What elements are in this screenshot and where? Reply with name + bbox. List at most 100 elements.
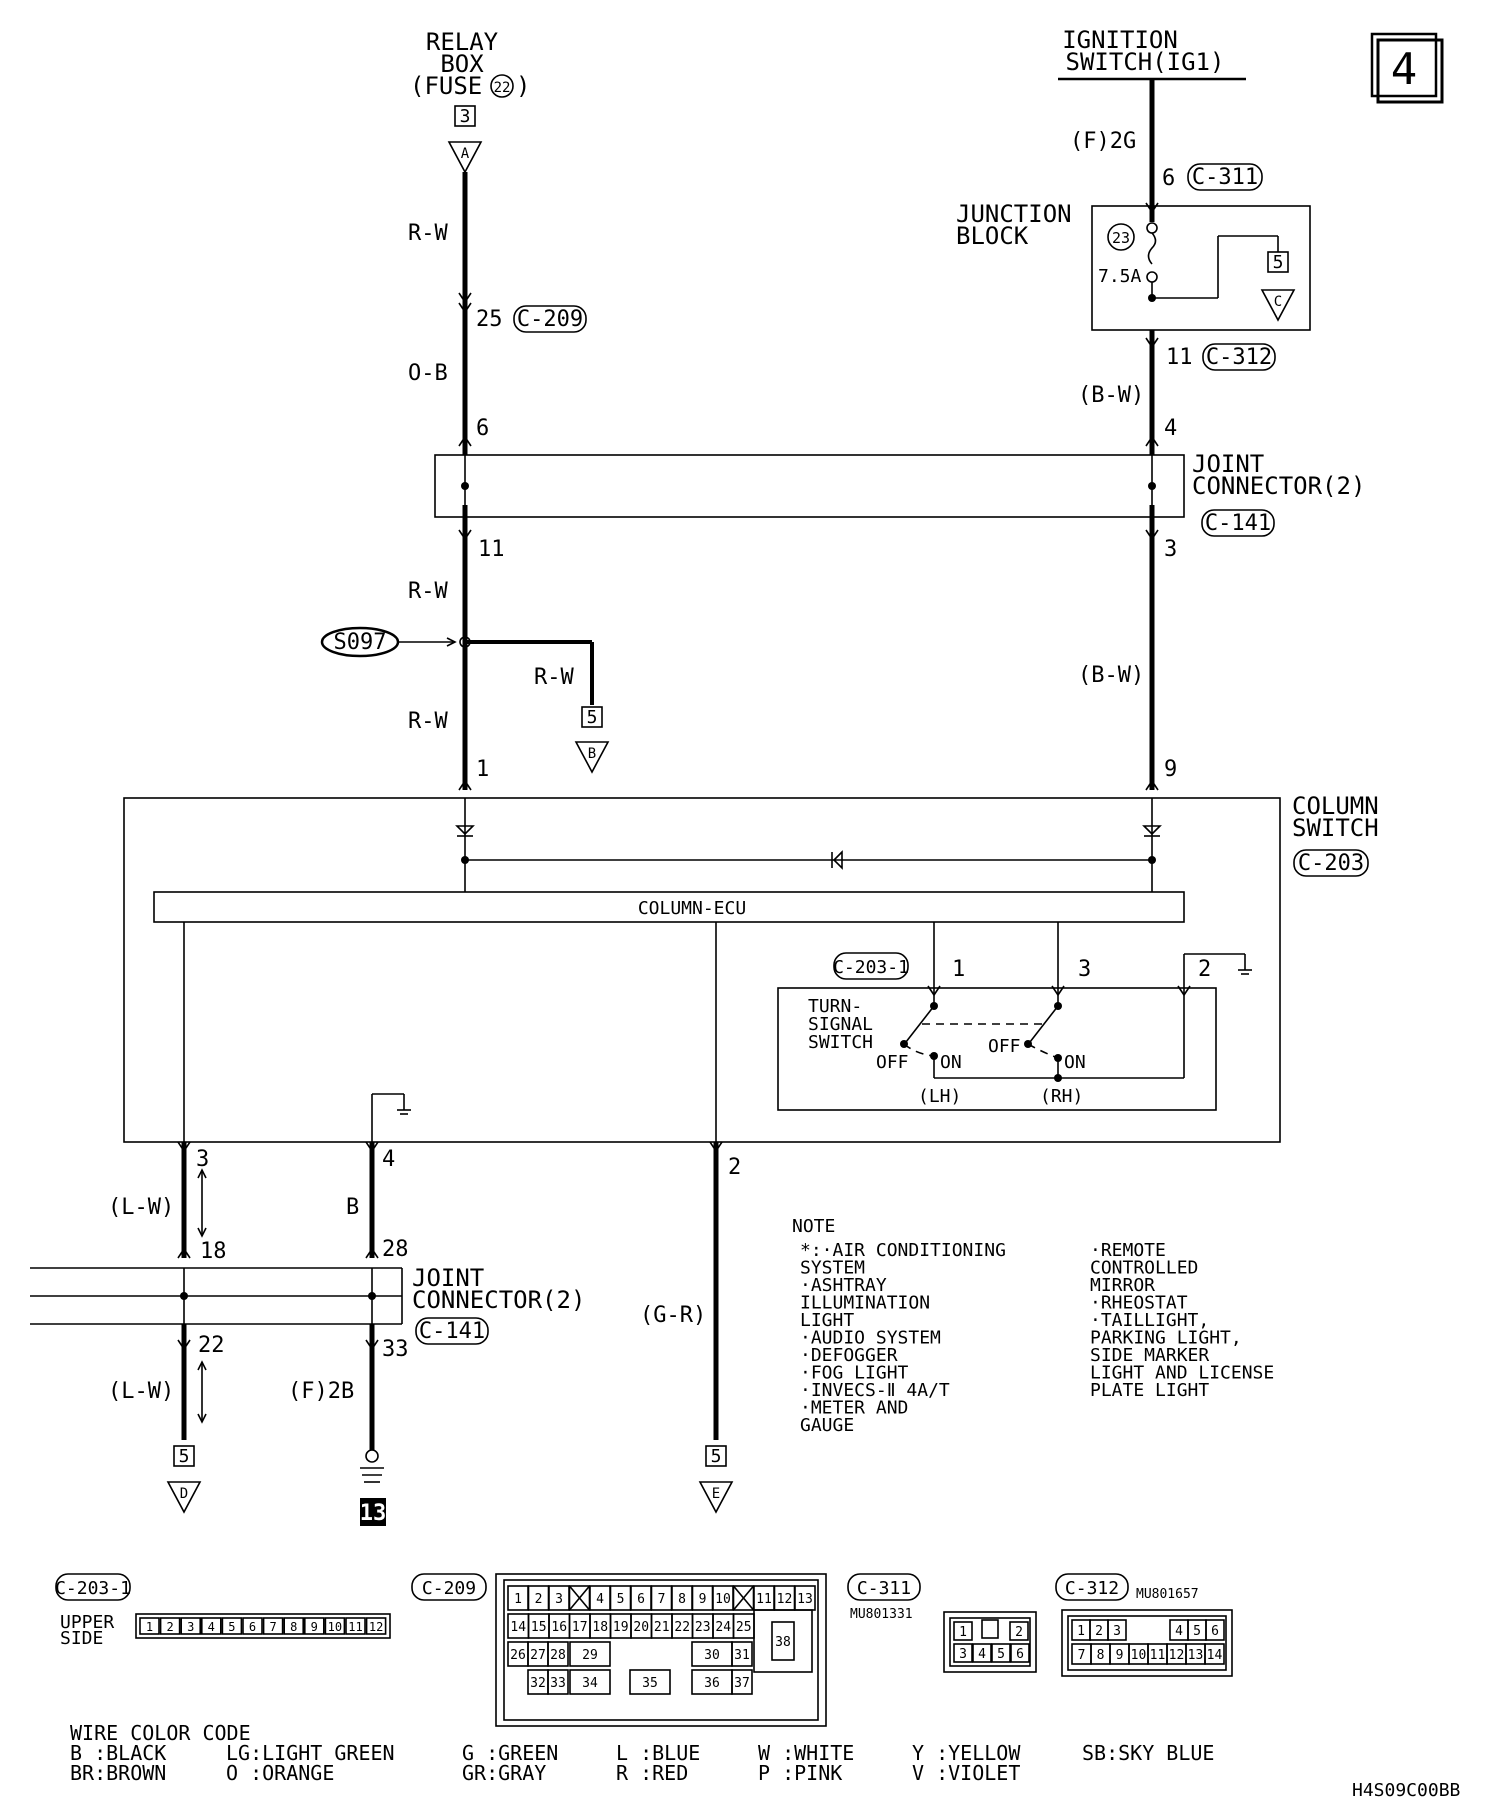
note-title: NOTE: [792, 1216, 835, 1237]
pin-4-bottom: 4: [382, 1147, 395, 1172]
connector-pin-label: 19: [613, 1620, 629, 1635]
connector-pin-label: 11: [348, 1620, 362, 1634]
joint-connector-bottom-label: JOINT: [412, 1264, 484, 1292]
ts-lh: (LH): [918, 1086, 961, 1107]
connector-pin-label: 3: [555, 1592, 563, 1607]
wire-label-f2b: (F)2B: [288, 1379, 354, 1404]
c203-1-side: SIDE: [60, 1628, 103, 1649]
connector-pin-label: 6: [249, 1620, 256, 1634]
splice-s097: S097: [334, 630, 387, 655]
note-item: MIRROR: [1090, 1275, 1155, 1296]
connector-pin-label: 2: [166, 1620, 173, 1634]
connector-pin-label: 20: [633, 1620, 649, 1635]
wire-label-rw-3: R-W: [534, 665, 574, 690]
relay-box-label-2: BOX: [440, 50, 484, 78]
connector-pin-label: 7: [269, 1620, 276, 1634]
ts-pin-1: 1: [952, 957, 965, 982]
pin-9-right: 9: [1164, 757, 1177, 782]
note-item: ·RHEOSTAT: [1090, 1293, 1188, 1314]
column-switch-box: [123, 797, 1281, 1143]
note-item: SIDE MARKER: [1090, 1345, 1209, 1366]
connector-pin: [569, 1669, 611, 1695]
connector-pin-label: 18: [592, 1620, 608, 1635]
connector-pin: [991, 1643, 1011, 1663]
connector-pin-label: 9: [699, 1592, 707, 1607]
pin-22: 22: [198, 1333, 225, 1358]
wire-color-entry: R :RED: [616, 1761, 688, 1785]
connector-pin-label: 5: [997, 1647, 1005, 1662]
column-ecu: [153, 891, 1185, 923]
wire-label-b: B: [346, 1195, 359, 1220]
note-item: *:·AIR CONDITIONING: [800, 1240, 1006, 1261]
connector-pin-label: 36: [704, 1676, 720, 1691]
connector-pin: [283, 1617, 305, 1635]
column-switch-label: COLUMN: [1292, 792, 1379, 820]
connector-pin-label: 11: [1150, 1648, 1166, 1663]
turn-signal-label: TURN-: [808, 996, 862, 1017]
connector-pin-label: 35: [642, 1676, 658, 1691]
connector-pin: [262, 1617, 284, 1635]
turn-signal-label-2: SIGNAL: [808, 1014, 873, 1035]
connector-pin: [324, 1617, 346, 1635]
note-item: ·TAILLIGHT,: [1090, 1310, 1209, 1331]
connector-pin-label: 2: [1095, 1624, 1103, 1639]
connector-pin-label: 6: [1016, 1647, 1024, 1662]
ts-off-lh: OFF: [876, 1052, 909, 1073]
connector-pin-label: 5: [1193, 1624, 1201, 1639]
page-number: 4: [1391, 44, 1418, 95]
wire-color-entry: V :VIOLET: [912, 1761, 1020, 1785]
wire-color-entry: SB:SKY BLUE: [1082, 1741, 1214, 1765]
connector-pin-label: 29: [582, 1648, 598, 1663]
relay-connector-letter: A: [461, 146, 470, 162]
wire-color-entry: P :PINK: [758, 1761, 842, 1785]
connector-pin-label: 25: [736, 1620, 752, 1635]
connector-c311-ref: C-311: [1192, 165, 1258, 190]
connector-pin: [547, 1641, 569, 1667]
connector-pin-label: 6: [1211, 1624, 1219, 1639]
c312-part: MU801657: [1136, 1587, 1199, 1602]
ts-pin-3: 3: [1078, 957, 1091, 982]
connector-pin-label: 5: [617, 1592, 625, 1607]
pin-33: 33: [382, 1337, 409, 1362]
ts-rh: (RH): [1040, 1086, 1083, 1107]
connector-pin: [303, 1617, 325, 1635]
fuse-23: 23: [1112, 229, 1130, 247]
wire-color-entry: O :ORANGE: [226, 1761, 334, 1785]
connector-pin-label: 1: [514, 1592, 522, 1607]
note-item: PARKING LIGHT,: [1090, 1328, 1242, 1349]
connector-pin-label: 34: [582, 1676, 598, 1691]
connector-pin: [1010, 1643, 1030, 1663]
connector-pin: [242, 1617, 263, 1635]
pin-11-right: 11: [1166, 345, 1193, 370]
connector-pin: [731, 1669, 753, 1695]
connector-pin: [547, 1669, 569, 1695]
c203-1-upper: UPPER: [60, 1612, 114, 1633]
wire-label-bw-1: (B-W): [1078, 383, 1144, 408]
joint-connector-bottom-conn: C-141: [419, 1319, 485, 1344]
pin-4-right: 4: [1164, 416, 1177, 441]
page-e-ref: 5: [711, 1446, 722, 1467]
connector-pin-label: 12: [1169, 1648, 1185, 1663]
c203-1-label: C-203-1: [55, 1578, 131, 1599]
jb-letter: C: [1274, 294, 1282, 310]
ignition-label: IGNITION: [1062, 26, 1178, 54]
pin-3-right: 3: [1164, 537, 1177, 562]
connector-pin-label: 4: [1175, 1624, 1183, 1639]
connector-pin-label: 3: [959, 1647, 967, 1662]
connector-pin-label: 23: [695, 1620, 711, 1635]
connector-c209-ref: C-209: [517, 307, 583, 332]
note-column-2: ·REMOTE CONTROLLED MIRROR·RHEOSTAT·TAILL…: [1090, 1240, 1274, 1401]
connector-pin-label: 31: [734, 1648, 750, 1663]
joint-connector-top-conn: C-141: [1205, 511, 1271, 536]
jb-page-ref: 5: [1273, 252, 1284, 273]
ts-on-lh: ON: [940, 1052, 962, 1073]
wire-color-entry: BR:BROWN: [70, 1761, 166, 1785]
connector-pin-label: 10: [1131, 1648, 1147, 1663]
note-item: GAUGE: [800, 1415, 854, 1436]
